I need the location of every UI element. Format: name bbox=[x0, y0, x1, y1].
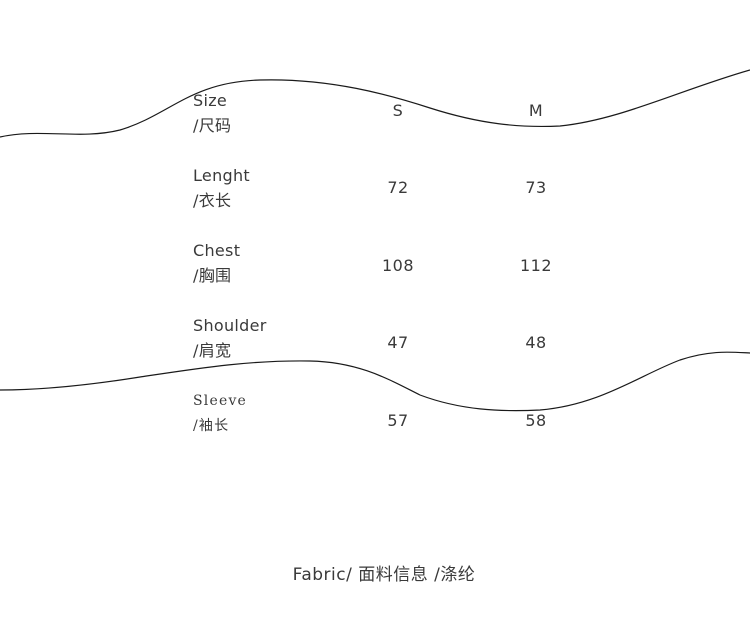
bottom-wave-line bbox=[0, 351, 750, 412]
size-label-zh: /尺码 bbox=[193, 116, 232, 135]
sleeve-m-value: 58 bbox=[525, 411, 547, 430]
row-label-zh: /胸围 bbox=[193, 266, 232, 285]
row-label-en: Sleeve bbox=[193, 393, 248, 409]
chest-s-value: 108 bbox=[381, 256, 415, 275]
shoulder-s-value: 47 bbox=[387, 333, 409, 352]
row-label-en: Lenght bbox=[193, 166, 250, 185]
length-s-value: 72 bbox=[387, 178, 409, 197]
chest-m-value: 112 bbox=[519, 256, 553, 275]
shoulder-m-value: 48 bbox=[525, 333, 547, 352]
row-label-en: Shoulder bbox=[193, 316, 267, 335]
row-label-en: Chest bbox=[193, 241, 241, 260]
row-label-zh: /肩宽 bbox=[193, 341, 232, 360]
row-label-chest: Chest /胸围 bbox=[193, 238, 240, 288]
fabric-info: Fabric/ 面料信息 /涤纶 bbox=[292, 565, 476, 585]
size-m-header: M bbox=[528, 101, 544, 120]
row-label-length: Lenght /衣长 bbox=[193, 163, 250, 213]
row-label-sleeve: Sleeve /袖长 bbox=[193, 389, 247, 439]
sleeve-s-value: 57 bbox=[387, 411, 409, 430]
size-s-header: S bbox=[392, 101, 404, 120]
row-label-zh: /袖长 bbox=[193, 418, 230, 434]
size-label-en: Size bbox=[193, 91, 228, 110]
row-label-shoulder: Shoulder /肩宽 bbox=[193, 313, 267, 363]
length-m-value: 73 bbox=[525, 178, 547, 197]
row-label-zh: /衣长 bbox=[193, 191, 232, 210]
size-header-label: Size /尺码 bbox=[193, 88, 231, 138]
top-wave-line bbox=[0, 69, 750, 138]
